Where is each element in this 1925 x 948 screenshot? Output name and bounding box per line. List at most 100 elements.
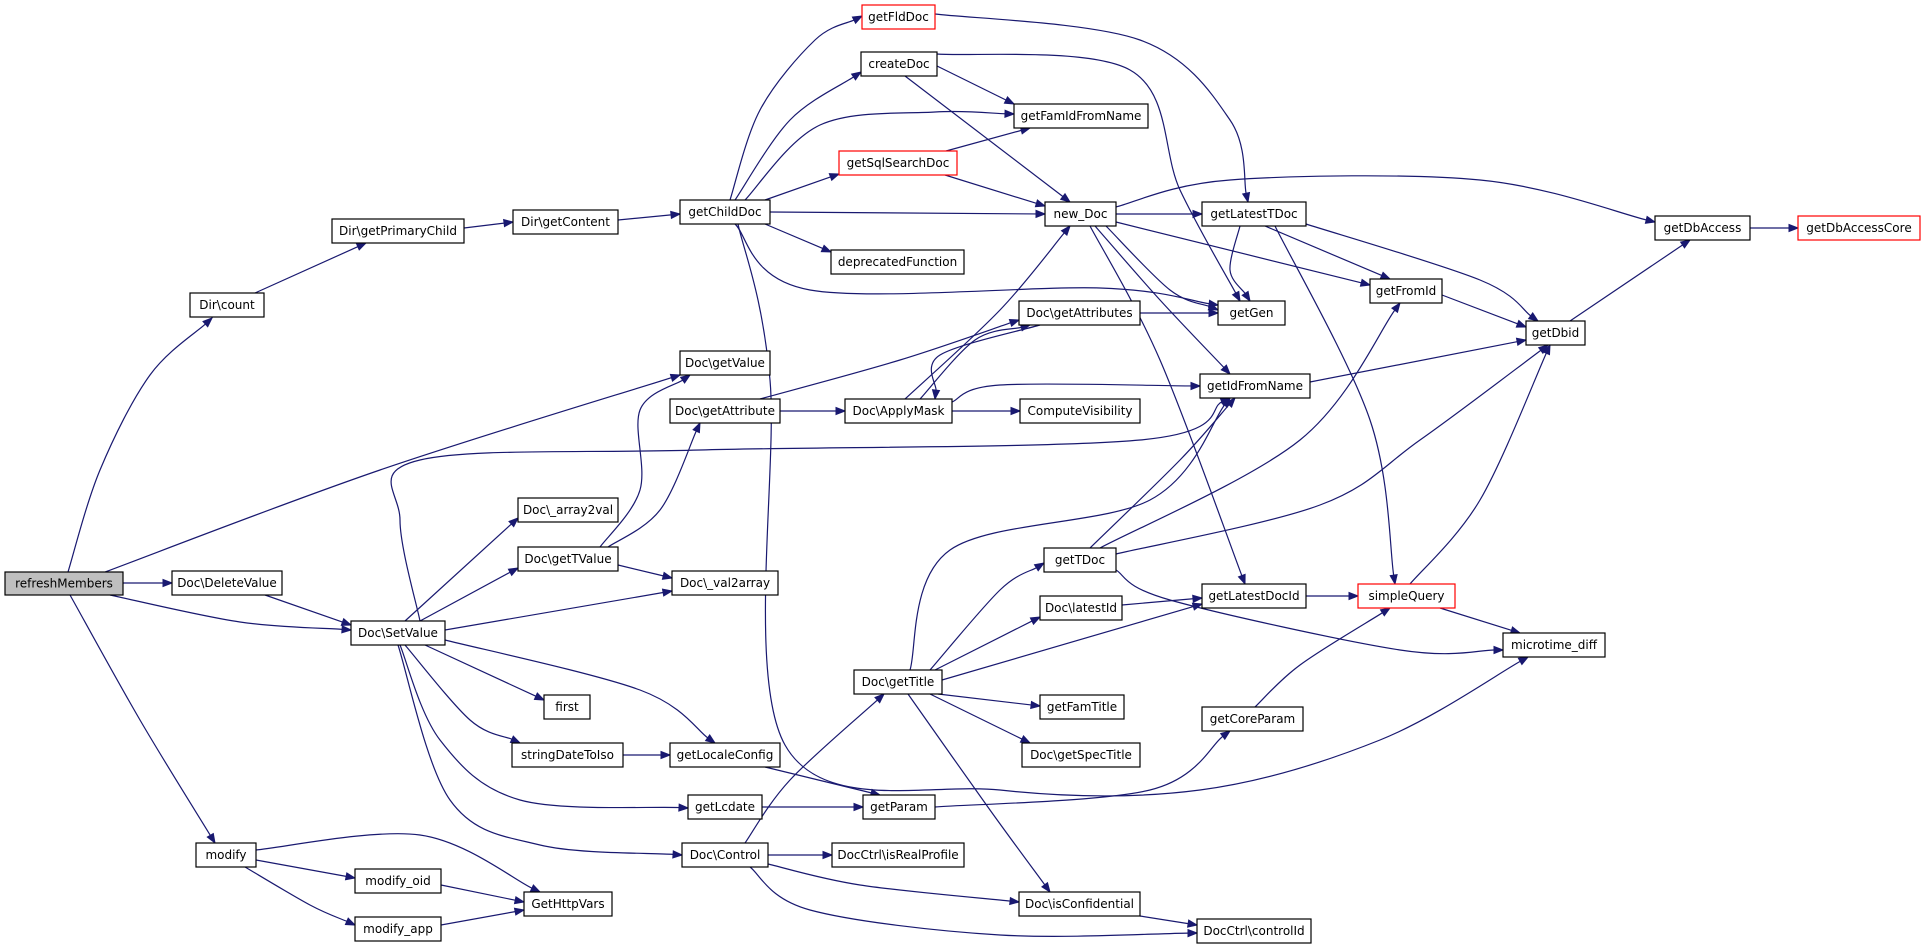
node-getdbid[interactable]: getDbid [1525,320,1586,346]
node-docgetattributes[interactable]: Doc\getAttributes [1018,300,1141,326]
edge-arrowhead [1219,730,1232,741]
node-label: getLatestTDoc [1210,207,1297,221]
node-getgen[interactable]: getGen [1217,300,1286,326]
node-label: Dir\count [199,298,255,312]
node-getchilddoc[interactable]: getChildDoc [679,199,771,225]
node-box [1369,278,1443,304]
node-modify_app[interactable]: modify_app [354,916,442,942]
node-label: new_Doc [1054,207,1108,221]
node-box [1013,103,1149,129]
node-label: DocCtrl\controlId [1203,924,1304,938]
node-label: getFromId [1376,284,1437,298]
node-box [853,669,943,695]
edge-line [264,594,343,623]
edge-line [424,644,537,697]
node-docgetvalue[interactable]: Doc\getValue [679,350,771,376]
node-gethttpvars[interactable]: GetHttpVars [523,891,613,917]
node-dirgetcontent[interactable]: Dir\getContent [512,209,619,235]
edge-line [1115,221,1362,284]
edge-line [397,644,674,855]
edge-line [1305,223,1532,317]
edge-refreshMembers-to-docdeletevalue [123,578,174,588]
node-getidfromname[interactable]: getIdFromName [1199,373,1311,399]
edge-doccontrol-to-docctrlcontrolid [749,866,1199,938]
edge-docgettitle-to-doclatestid [934,616,1042,671]
node-getfamidfromname[interactable]: getFamIdFromName [1013,103,1149,129]
node-deprecatedfunction[interactable]: deprecatedFunction [830,249,965,275]
edge-line [919,326,1022,400]
node-label: Doc\DeleteValue [177,576,277,590]
node-getflddoc[interactable]: getFldDoc [861,4,936,30]
node-getfamtitle[interactable]: getFamTitle [1039,694,1125,720]
edge-getdbaccess-to-getdbaccesscore [1750,223,1800,233]
edge-new_doc-to-getidfromname [1094,225,1231,375]
node-docgetspectitle[interactable]: Doc\getSpecTitle [1021,742,1141,768]
edge-line [463,222,505,229]
edge-arrowhead [1008,318,1021,328]
edge-line [1121,598,1194,606]
node-docsetvalue[interactable]: Doc\SetValue [350,620,446,646]
edge-docsetvalue-to-getlcdate [399,644,690,812]
node-computevisibility[interactable]: ComputeVisibility [1019,398,1141,424]
node-getlatesttdoc[interactable]: getLatestTDoc [1201,201,1307,227]
node-docdeletevalue[interactable]: Doc\DeleteValue [171,570,283,596]
node-docval2array[interactable]: Doc\_val2array [671,570,779,596]
node-modify[interactable]: modify [195,842,257,868]
node-docctrlcontrolid[interactable]: DocCtrl\controlId [1196,918,1312,944]
node-first[interactable]: first [543,694,591,720]
node-getlocaleconfig[interactable]: getLocaleConfig [669,742,781,768]
edge-arrowhead [533,692,546,701]
edge-arrowhead [1035,209,1047,219]
edge-arrowhead [1348,591,1360,601]
edge-arrowhead [874,693,886,704]
node-docisconfidential[interactable]: Doc\isConfidential [1018,891,1141,917]
node-getlatestdocid[interactable]: getLatestDocId [1201,583,1307,609]
edge-line [254,246,359,294]
node-label: getChildDoc [688,205,761,219]
node-box [1019,398,1141,424]
edge-line [1264,225,1382,277]
node-doccontrol[interactable]: Doc\Control [681,842,769,868]
node-gettdoc[interactable]: getTDoc [1043,547,1117,573]
node-getparam[interactable]: getParam [862,794,936,820]
edge-line [934,13,1247,194]
node-new_doc[interactable]: new_Doc [1044,201,1117,227]
node-dirgetprimarychild[interactable]: Dir\getPrimaryChild [331,218,465,244]
node-doclatestid[interactable]: Doc\latestId [1039,595,1123,621]
edge-line [764,223,823,250]
node-label: Doc\getTitle [862,675,935,689]
edge-line [419,571,511,622]
node-docapplymask[interactable]: Doc\ApplyMask [844,398,953,424]
node-getlcdate[interactable]: getLcdate [687,794,763,820]
edge-arrowhead [341,625,353,634]
edge-line [244,866,348,922]
node-box [1043,547,1117,573]
node-getdbaccesscore[interactable]: getDbAccessCore [1797,215,1921,241]
node-dircount[interactable]: Dir\count [189,292,265,318]
edge-line [1254,612,1383,708]
node-modify_oid[interactable]: modify_oid [354,868,442,894]
node-docgettvalue[interactable]: Doc\getTValue [517,546,619,572]
node-getsqlsearchdoc[interactable]: getSqlSearchDoc [838,150,958,176]
node-getcoreparam[interactable]: getCoreParam [1201,706,1304,732]
node-createdoc[interactable]: createDoc [860,51,938,77]
node-docarray2val[interactable]: Doc\_array2val [517,497,619,523]
node-docgetattribute[interactable]: Doc\getAttribute [669,398,781,424]
edge-dircount-to-dirgetprimarychild [254,242,368,294]
edge-line [617,564,664,577]
node-box [687,794,763,820]
node-docctrlisrealprofile[interactable]: DocCtrl\isRealProfile [831,842,965,868]
node-getfromid[interactable]: getFromId [1369,278,1443,304]
node-microtime_diff[interactable]: microtime_diff [1502,632,1606,658]
node-getdbaccess[interactable]: getDbAccess [1654,215,1751,241]
edge-arrowhead [1186,919,1199,928]
node-box [1217,300,1286,326]
edge-line [255,859,347,877]
node-stringdatetoiso[interactable]: stringDateToIso [511,742,624,768]
edge-createdoc-to-new_doc [904,75,1072,203]
edge-line [1274,225,1395,576]
edge-arrowhead [340,617,353,626]
node-docgettitle[interactable]: Doc\getTitle [853,669,943,695]
node-simplequery[interactable]: simpleQuery [1357,583,1456,609]
edge-line [1105,225,1210,308]
